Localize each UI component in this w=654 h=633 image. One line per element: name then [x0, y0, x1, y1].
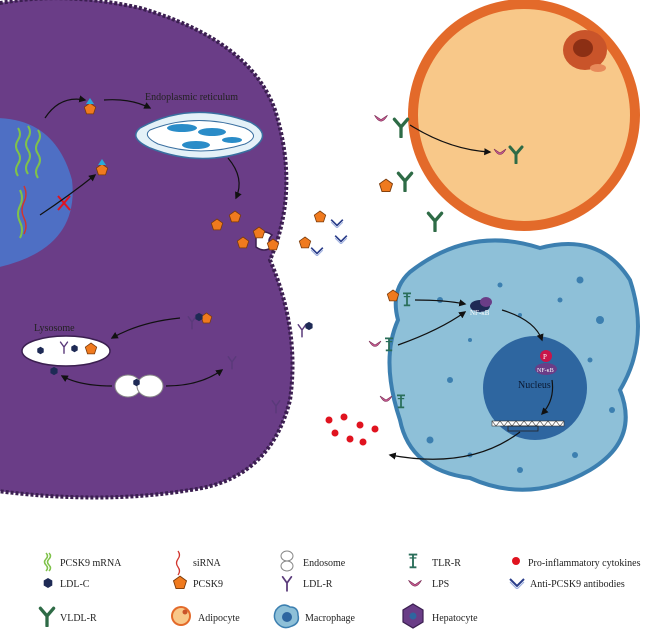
- phospho-icon: [540, 350, 552, 362]
- nfkb-label: NF-κB: [470, 309, 490, 317]
- ldl-c-icon: [305, 321, 313, 331]
- antibody-icon: [310, 246, 324, 256]
- legend-label: LDL-C: [60, 579, 90, 590]
- p-label: P: [543, 353, 547, 361]
- lps-icon: [368, 340, 382, 347]
- lps-icon: [408, 579, 422, 587]
- triangle-icon: [86, 98, 94, 104]
- arrow-endosome-left: [60, 375, 113, 387]
- arrow-to-nucleus: [501, 309, 544, 342]
- lysosome: [21, 335, 111, 367]
- ldl-receptor-icon: [281, 575, 293, 592]
- hepatocyte-nucleus: [0, 118, 73, 267]
- legend-item-antibodies: Anti-PCSK9 antibodies: [508, 577, 625, 590]
- lps-icon: [379, 395, 393, 402]
- legend-label: Pro-inflammatory cytokines: [528, 558, 641, 569]
- legend-item-pcsk9-mrna: PCSK9 mRNA: [43, 552, 122, 572]
- legend-label: Macrophage: [305, 613, 356, 624]
- ldl-c-icon: [43, 578, 53, 588]
- legend: PCSK9 mRNA siRNA Endosome TLR-R Pro-infl…: [38, 550, 641, 629]
- nfkb-complex: [470, 297, 492, 312]
- arrow-translation: [44, 95, 87, 119]
- cytokine-icon: [512, 557, 520, 565]
- arrow-to-lysosome: [110, 317, 181, 339]
- legend-label: TLR-R: [432, 558, 461, 569]
- legend-label: siRNA: [193, 558, 222, 569]
- legend-label: Endosome: [303, 558, 346, 569]
- endosome-icon: [280, 550, 294, 562]
- legend-item-endosome: Endosome: [280, 550, 346, 572]
- arrow-cytokine-release: [388, 431, 521, 460]
- vldl-receptor-icon: [392, 117, 410, 138]
- arrow-er-out: [227, 157, 242, 200]
- legend-label: PCSK9 mRNA: [60, 558, 122, 569]
- lysosome-label: Lysosome: [34, 323, 75, 334]
- legend-item-cytokines: Pro-inflammatory cytokines: [512, 557, 641, 569]
- legend-item-hepatocyte: Hepatocyte: [402, 603, 478, 629]
- sirna-icon: [175, 550, 181, 576]
- legend-item-adipocyte: Adipocyte: [171, 606, 240, 626]
- arrow-tlr-2: [397, 311, 467, 346]
- vldl-receptor-icon: [38, 606, 56, 627]
- nfkb-label-2: NF-κB: [537, 368, 554, 374]
- endosome: [114, 374, 164, 398]
- legend-item-pcsk9: PCSK9: [173, 575, 223, 590]
- antibody-icon: [330, 218, 344, 228]
- mrna-icon: [43, 552, 49, 572]
- antibody-icon: [508, 577, 526, 589]
- pcsk9-icon: [173, 575, 187, 590]
- dna-strip: [491, 420, 565, 427]
- macrophage-cell: [387, 238, 640, 492]
- legend-label: VLDL-R: [60, 613, 97, 624]
- legend-label: Hepatocyte: [432, 613, 478, 624]
- legend-item-vldl-r: VLDL-R: [38, 606, 97, 627]
- arrow-to-dna: [541, 379, 554, 416]
- pcsk9-icon: [313, 210, 327, 223]
- pcsk9-icon: [298, 236, 312, 249]
- legend-item-ldl-c: LDL-C: [43, 578, 90, 590]
- arrow-blocked: [39, 174, 97, 216]
- legend-item-tlr-r: TLR-R: [407, 553, 461, 569]
- nfkb-p-complex: [535, 363, 557, 375]
- pcsk9-icon: [379, 178, 393, 193]
- hepatocyte-cell: [0, 0, 295, 500]
- vldl-receptor-icon: [396, 171, 414, 192]
- arrow-to-er: [103, 99, 152, 109]
- legend-label: Adipocyte: [198, 613, 240, 624]
- lps-icon: [374, 114, 388, 122]
- legend-item-ldl-r: LDL-R: [281, 575, 333, 592]
- adipocyte-cell: [408, 0, 640, 231]
- legend-label: PCSK9: [193, 579, 223, 590]
- legend-item-sirna: siRNA: [175, 550, 222, 576]
- vldl-receptor-icon: [426, 211, 444, 232]
- er-label: Endoplasmic reticulum: [145, 92, 238, 103]
- legend-label: LDL-R: [303, 579, 333, 590]
- arrow-tlr-1: [414, 299, 467, 307]
- triangle-icon: [98, 159, 106, 165]
- legend-item-macrophage: Macrophage: [273, 604, 356, 629]
- endoplasmic-reticulum: [135, 111, 264, 160]
- arrow-endosome-right: [165, 369, 224, 387]
- antibody-icon: [334, 234, 348, 244]
- ldl-receptor-icon: [297, 323, 307, 338]
- legend-label: LPS: [432, 579, 449, 590]
- arrow-adipocyte: [409, 124, 492, 156]
- legend-item-lps: LPS: [408, 579, 449, 590]
- nucleus-label: Nucleus: [518, 380, 551, 391]
- tlr-receptor-icon: [407, 553, 419, 569]
- cytokines: [325, 413, 379, 446]
- legend-label: Anti-PCSK9 antibodies: [530, 579, 625, 590]
